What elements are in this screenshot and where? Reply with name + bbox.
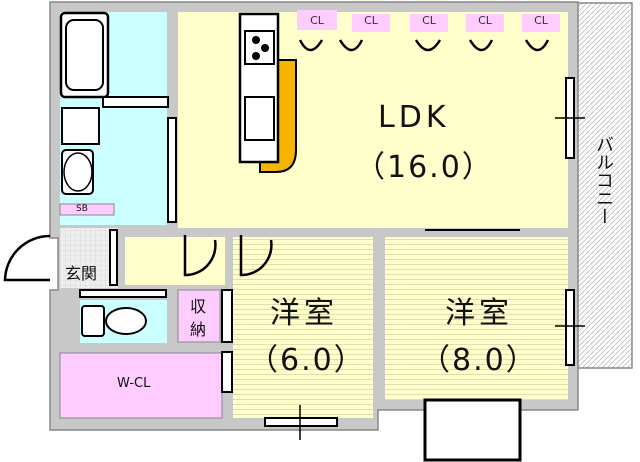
washer xyxy=(61,107,100,145)
sb-shelf xyxy=(59,203,115,216)
wcl-room xyxy=(59,352,223,419)
ldk-size: （16.0） xyxy=(355,150,494,185)
sink xyxy=(244,96,275,141)
window xyxy=(565,289,575,366)
ldk-floor xyxy=(178,12,568,228)
entrance-label: 玄関 xyxy=(65,264,98,283)
closet-label: CL xyxy=(522,14,560,32)
washbasin-counter xyxy=(102,96,169,108)
stove xyxy=(244,30,275,65)
western2-label: 洋室 xyxy=(445,296,513,331)
bay-window xyxy=(423,398,522,462)
sb-label: SB xyxy=(76,204,88,214)
entrance-floor xyxy=(60,228,118,288)
western1-size: （6.0） xyxy=(248,343,366,378)
western2-size: （8.0） xyxy=(420,343,538,378)
entrance-door xyxy=(3,234,51,282)
storage-label-2: 納 xyxy=(190,320,207,339)
storage-room xyxy=(177,289,221,343)
hall-floor xyxy=(125,237,225,285)
closet-label: CL xyxy=(410,14,448,32)
western1-label: 洋室 xyxy=(270,296,338,331)
wcl-label: W-CL xyxy=(117,376,151,391)
western2-floor xyxy=(385,237,568,400)
closet-label: CL xyxy=(310,14,324,27)
window xyxy=(264,417,338,427)
storage-label-1: 収 xyxy=(190,297,207,316)
closet-label: CL xyxy=(466,14,504,32)
western1-floor xyxy=(233,237,373,418)
closet-boxes xyxy=(297,10,337,30)
balcony-label: バルコニー xyxy=(593,135,614,225)
ldk-label: LDK xyxy=(378,100,450,135)
closet-label: CL xyxy=(352,14,390,32)
balcony xyxy=(571,2,633,369)
